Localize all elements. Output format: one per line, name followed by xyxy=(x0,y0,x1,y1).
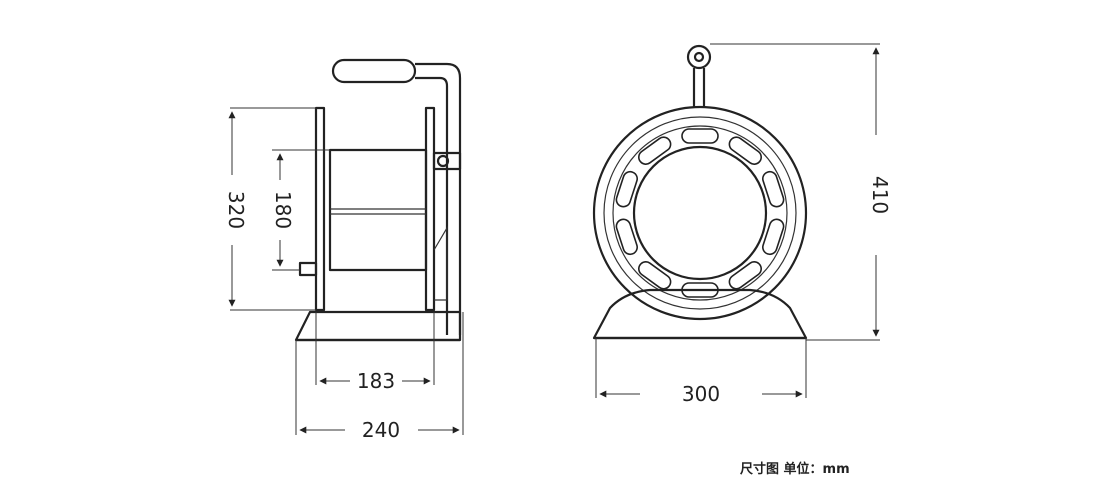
right-flange xyxy=(424,106,436,312)
left-flange xyxy=(314,106,326,312)
dimension-label-183: 183 xyxy=(357,369,395,393)
side-base xyxy=(294,310,462,342)
wheel-slot xyxy=(728,261,762,290)
dimension-label-180: 180 xyxy=(271,191,295,229)
axle-bolt xyxy=(432,151,462,171)
wheel-slot xyxy=(638,261,672,290)
wheel-slot xyxy=(728,136,762,165)
side-view xyxy=(228,58,464,435)
dimension-label-410: 410 xyxy=(868,176,892,214)
wheel-slot xyxy=(762,218,785,256)
crank-bolt xyxy=(298,261,318,277)
handle-grip xyxy=(331,58,417,84)
handle-bar xyxy=(415,62,462,335)
unit-note: 尺寸图 单位：mm xyxy=(740,462,850,477)
dimension-label-320: 320 xyxy=(224,191,248,229)
dimension-label-240: 240 xyxy=(362,418,400,442)
wheel-slot xyxy=(615,170,638,208)
wheel-slot xyxy=(615,218,638,256)
wheel-slot xyxy=(681,128,719,144)
inner-drum xyxy=(632,145,768,281)
hanging-ring xyxy=(686,44,712,70)
wheel-slot xyxy=(638,136,672,165)
dimension-label-300: 300 xyxy=(682,382,720,406)
front-view xyxy=(592,43,880,398)
drum xyxy=(328,148,428,272)
wheel-slots xyxy=(615,128,785,298)
outer-wheel xyxy=(592,105,808,321)
wheel-slot xyxy=(762,170,785,208)
front-stand xyxy=(592,288,808,340)
